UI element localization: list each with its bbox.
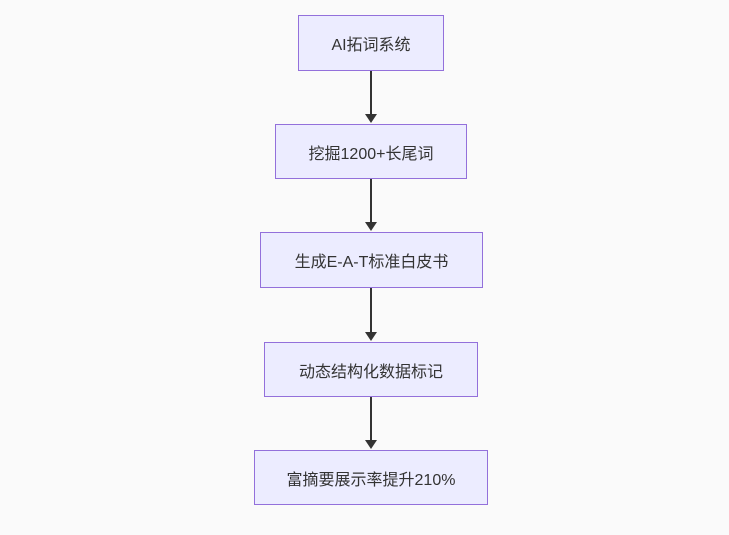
flow-node-ai-keyword-system: AI拓词系统 (298, 15, 444, 71)
flow-edge-2 (365, 179, 377, 231)
flow-node-eat-whitepaper: 生成E-A-T标准白皮书 (260, 232, 483, 288)
flow-edge-3 (365, 288, 377, 341)
flow-node-structured-data-markup: 动态结构化数据标记 (264, 342, 478, 397)
flow-node-label: 生成E-A-T标准白皮书 (294, 254, 449, 271)
flow-node-rich-snippet-result: 富摘要展示率提升210% (254, 450, 488, 505)
flow-node-label: 挖掘1200+长尾词 (308, 145, 434, 163)
arrow-line (370, 71, 372, 114)
arrow-down-icon (365, 114, 377, 123)
arrow-line (370, 397, 372, 440)
flow-edge-4 (365, 397, 377, 449)
arrow-down-icon (365, 222, 377, 231)
arrow-line (370, 179, 372, 222)
arrow-line (370, 288, 372, 332)
flow-node-label: 动态结构化数据标记 (298, 363, 443, 381)
arrow-down-icon (365, 440, 377, 449)
flow-edge-1 (365, 71, 377, 123)
flow-node-longtail-mining: 挖掘1200+长尾词 (275, 124, 467, 179)
flow-node-label: 富摘要展示率提升210% (286, 471, 456, 489)
flow-node-label: AI拓词系统 (331, 37, 411, 54)
arrow-down-icon (365, 332, 377, 341)
